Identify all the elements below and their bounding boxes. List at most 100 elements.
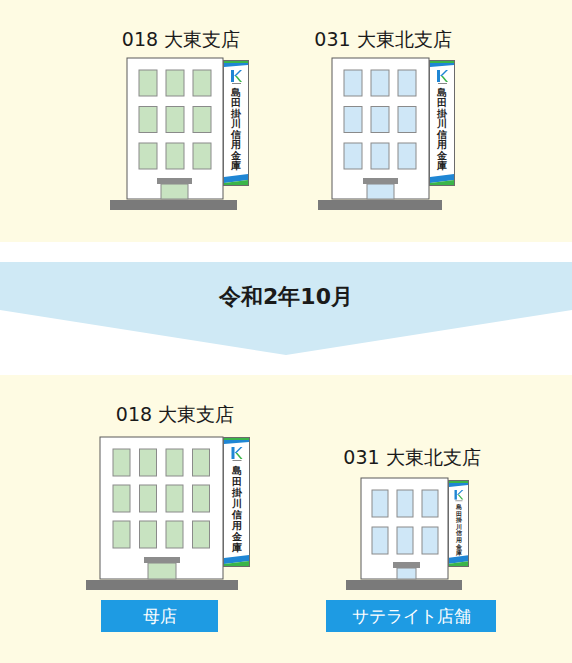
logo: [455, 490, 464, 501]
window: [398, 70, 416, 96]
building-body: [332, 58, 429, 199]
window: [398, 143, 416, 169]
window: [166, 449, 183, 476]
window: [344, 107, 362, 133]
door: [148, 563, 176, 579]
door: [397, 568, 416, 579]
window: [372, 527, 388, 554]
door: [367, 184, 394, 199]
door-canopy: [363, 178, 398, 184]
window: [113, 485, 130, 512]
window: [193, 143, 211, 169]
logo-bar: [231, 70, 234, 82]
window: [166, 107, 184, 133]
window: [166, 143, 184, 169]
sign-stripe: [223, 63, 249, 67]
building-base: [346, 580, 462, 590]
sign-stripe: [223, 440, 250, 444]
window: [140, 485, 157, 512]
logo: [437, 70, 448, 84]
sign-stripe: [429, 63, 455, 67]
branch-building: 031 大東北支店島田掛川信用金庫: [320, 443, 480, 595]
sign-stripe: [223, 437, 250, 440]
vertical-sign: 島田掛川信用金庫: [223, 60, 249, 186]
bottom-panel: [0, 375, 572, 663]
logo-arm: [457, 490, 463, 495]
branch-building: 018 大東支店島田掛川信用金庫: [100, 25, 270, 215]
window: [398, 107, 416, 133]
window: [422, 527, 438, 554]
building-base: [318, 200, 442, 210]
window: [371, 107, 389, 133]
logo-leg: [235, 76, 242, 82]
logo-arm: [235, 447, 243, 453]
date-band: 令和2年10月: [0, 262, 572, 355]
window: [139, 107, 157, 133]
sign-text: 島田掛川信用金庫: [231, 88, 241, 172]
logo-leg: [458, 495, 464, 500]
door-canopy: [157, 178, 192, 184]
logo: [231, 70, 242, 84]
door: [161, 184, 188, 199]
role-label: 母店: [101, 600, 218, 632]
sign-stripe: [429, 60, 455, 63]
window: [371, 143, 389, 169]
logo-rule: [232, 83, 241, 84]
window: [193, 107, 211, 133]
building-base: [110, 200, 237, 210]
logo: [232, 447, 243, 461]
branch-name: 031 大東北支店: [314, 28, 451, 51]
logo-leg: [441, 76, 448, 82]
window: [193, 70, 211, 96]
sign-stripe: [223, 60, 249, 63]
sign-stripe: [223, 561, 250, 567]
role-label: サテライト店舗: [326, 600, 496, 632]
sign-text: 島田掛川信用金庫: [456, 504, 462, 557]
branch-building: 031 大東北支店島田掛川信用金庫: [300, 25, 470, 215]
branch-building: 018 大東支店島田掛川信用金庫: [80, 400, 260, 595]
building-body: [100, 437, 223, 579]
window: [193, 449, 210, 476]
sign-stripe: [429, 180, 455, 186]
building-body: [361, 478, 448, 579]
door-canopy: [393, 562, 420, 568]
sign-stripe: [448, 561, 469, 567]
window: [344, 70, 362, 96]
down-chevron: [0, 262, 572, 355]
branch-name: 031 大東北支店: [343, 446, 480, 469]
sign-text: 島田掛川信用金庫: [232, 465, 242, 553]
role-text: サテライト店舗: [352, 605, 471, 628]
door-canopy: [144, 557, 180, 563]
sign-stripe: [223, 180, 249, 186]
role-text: 母店: [143, 605, 177, 628]
date-text: 令和2年10月: [0, 284, 572, 310]
logo-rule: [455, 500, 462, 502]
window: [139, 70, 157, 96]
logo-bar: [455, 490, 457, 500]
vertical-sign: 島田掛川信用金庫: [448, 480, 469, 567]
window: [372, 490, 388, 517]
window: [166, 521, 183, 548]
window: [166, 485, 183, 512]
branch-name: 018 大東支店: [116, 403, 234, 426]
logo-bar: [437, 70, 440, 82]
logo-rule: [438, 83, 447, 84]
sign-stripe: [448, 483, 469, 487]
window: [140, 449, 157, 476]
window: [140, 521, 157, 548]
window: [193, 485, 210, 512]
window: [139, 143, 157, 169]
window: [422, 490, 438, 517]
vertical-sign: 島田掛川信用金庫: [429, 60, 455, 186]
logo-arm: [440, 70, 448, 76]
vertical-sign: 島田掛川信用金庫: [223, 437, 250, 567]
window: [113, 449, 130, 476]
branch-name: 018 大東支店: [122, 28, 240, 51]
window: [397, 527, 413, 554]
window: [113, 521, 130, 548]
window: [397, 490, 413, 517]
building-base: [86, 580, 238, 590]
sign-text: 島田掛川信用金庫: [437, 88, 447, 172]
logo-arm: [234, 70, 242, 76]
